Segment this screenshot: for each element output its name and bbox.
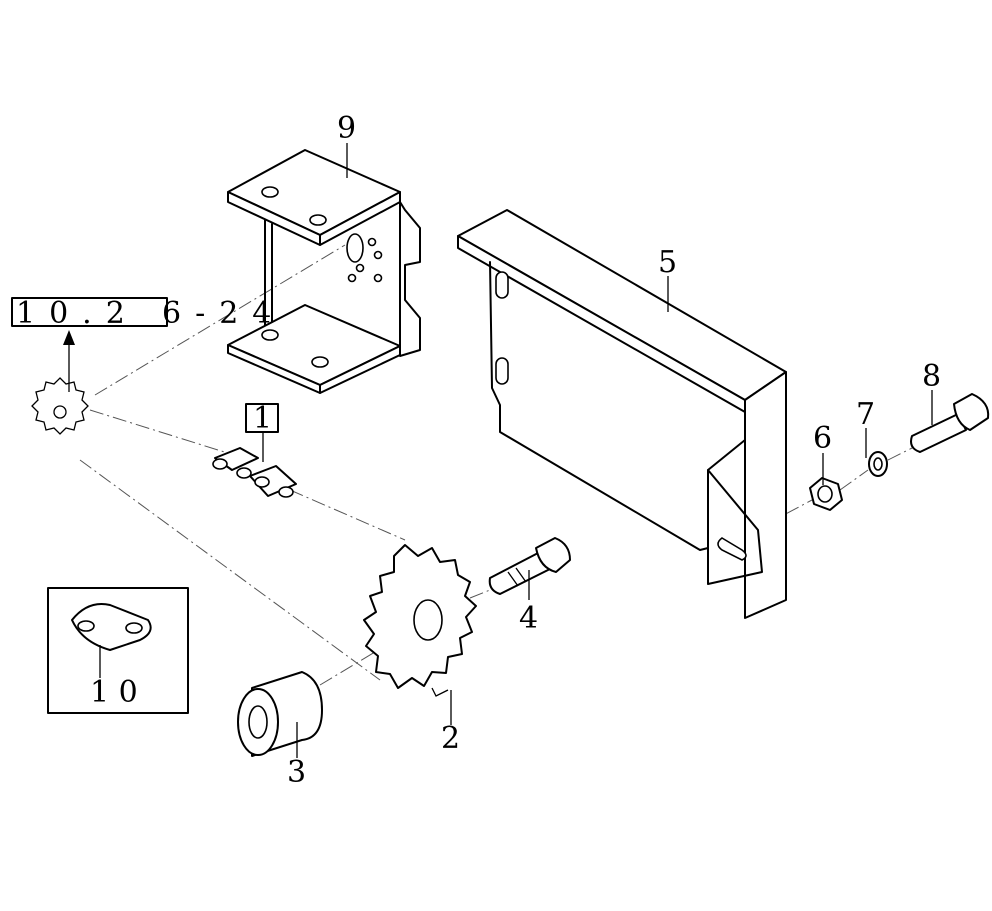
washer-part-7 bbox=[868, 451, 888, 477]
callout-4: 4 bbox=[519, 601, 538, 636]
plate-part-5 bbox=[457, 209, 787, 619]
callout-7: 7 bbox=[856, 397, 875, 432]
callout-5: 5 bbox=[658, 245, 677, 280]
bushing-part-3 bbox=[237, 671, 323, 757]
nut-part-6 bbox=[809, 477, 843, 511]
callout-9: 9 bbox=[337, 111, 356, 146]
reference-label: 10.2 6-24 bbox=[11, 296, 285, 433]
reference-part-2: 6-24 bbox=[162, 296, 285, 331]
sprocket-part-2 bbox=[363, 544, 477, 697]
callout-2: 2 bbox=[441, 721, 460, 756]
bracket-part-9 bbox=[227, 149, 421, 394]
bolt-part-4 bbox=[488, 537, 571, 595]
reference-part-1: 10.2 bbox=[16, 296, 139, 331]
bolt-part-8 bbox=[910, 393, 990, 453]
reference-sprocket-icon bbox=[31, 377, 89, 435]
chain-part-1 bbox=[212, 447, 297, 498]
callout-3: 3 bbox=[287, 755, 306, 790]
leader-lines bbox=[262, 143, 933, 758]
callout-1: 1 bbox=[253, 401, 272, 436]
callout-6: 6 bbox=[813, 421, 832, 456]
inset-connector-link bbox=[47, 587, 189, 714]
callouts: 1 2 3 4 5 6 7 8 9 1 0 bbox=[90, 111, 941, 790]
reference-pointer bbox=[63, 330, 75, 392]
callout-8: 8 bbox=[922, 359, 941, 394]
callout-10-inset: 1 0 bbox=[90, 675, 138, 710]
